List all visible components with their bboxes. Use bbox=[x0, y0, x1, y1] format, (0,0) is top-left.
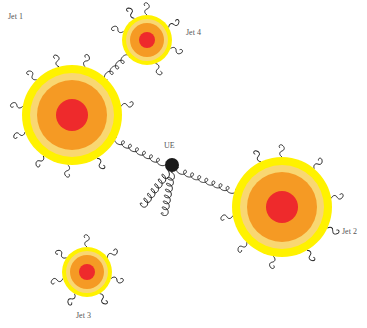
jet-circle: Jet 4 bbox=[122, 15, 172, 65]
jet-ring bbox=[66, 251, 108, 293]
jet-ring bbox=[37, 80, 107, 150]
jet-ring bbox=[266, 191, 298, 223]
jet-circle: Jet 1 bbox=[22, 65, 122, 165]
jet-ring bbox=[240, 165, 324, 249]
jet-ring bbox=[22, 65, 122, 165]
jet-ring bbox=[56, 99, 88, 131]
jet-ring bbox=[139, 32, 155, 48]
jet-label: Jet 1 bbox=[8, 12, 23, 22]
gluon-connector bbox=[104, 55, 129, 80]
jet3-gluons bbox=[50, 235, 123, 306]
jet-ring bbox=[79, 264, 95, 280]
node-shape bbox=[232, 157, 332, 257]
jet-ring bbox=[62, 247, 112, 297]
jet-ring bbox=[130, 23, 164, 57]
jet2-gluons bbox=[220, 145, 343, 269]
jet-ring bbox=[126, 19, 168, 61]
jet4-gluons bbox=[111, 3, 183, 76]
ue-gluon bbox=[161, 172, 175, 217]
jet-label: UE bbox=[164, 141, 175, 151]
gluon-connector bbox=[115, 137, 167, 165]
node-shape bbox=[122, 15, 172, 65]
jet-label: Jet 2 bbox=[342, 227, 357, 237]
node-shape bbox=[165, 158, 179, 172]
vertex-dot: UE bbox=[165, 158, 179, 172]
jet1-gluons bbox=[10, 54, 134, 177]
node-shape bbox=[22, 65, 122, 165]
vertex-fill bbox=[165, 158, 179, 172]
jet-label: Jet 3 bbox=[76, 311, 91, 321]
jet-label: Jet 4 bbox=[186, 28, 201, 38]
node-shape bbox=[62, 247, 112, 297]
jet-ring bbox=[30, 73, 114, 157]
jet-circle: Jet 3 bbox=[62, 247, 112, 297]
jet-ring bbox=[122, 15, 172, 65]
gluon-connector bbox=[176, 167, 236, 193]
jet-ring bbox=[247, 172, 317, 242]
jet-ring bbox=[70, 255, 104, 289]
jet-circle: Jet 2 bbox=[232, 157, 332, 257]
jet-ring bbox=[232, 157, 332, 257]
